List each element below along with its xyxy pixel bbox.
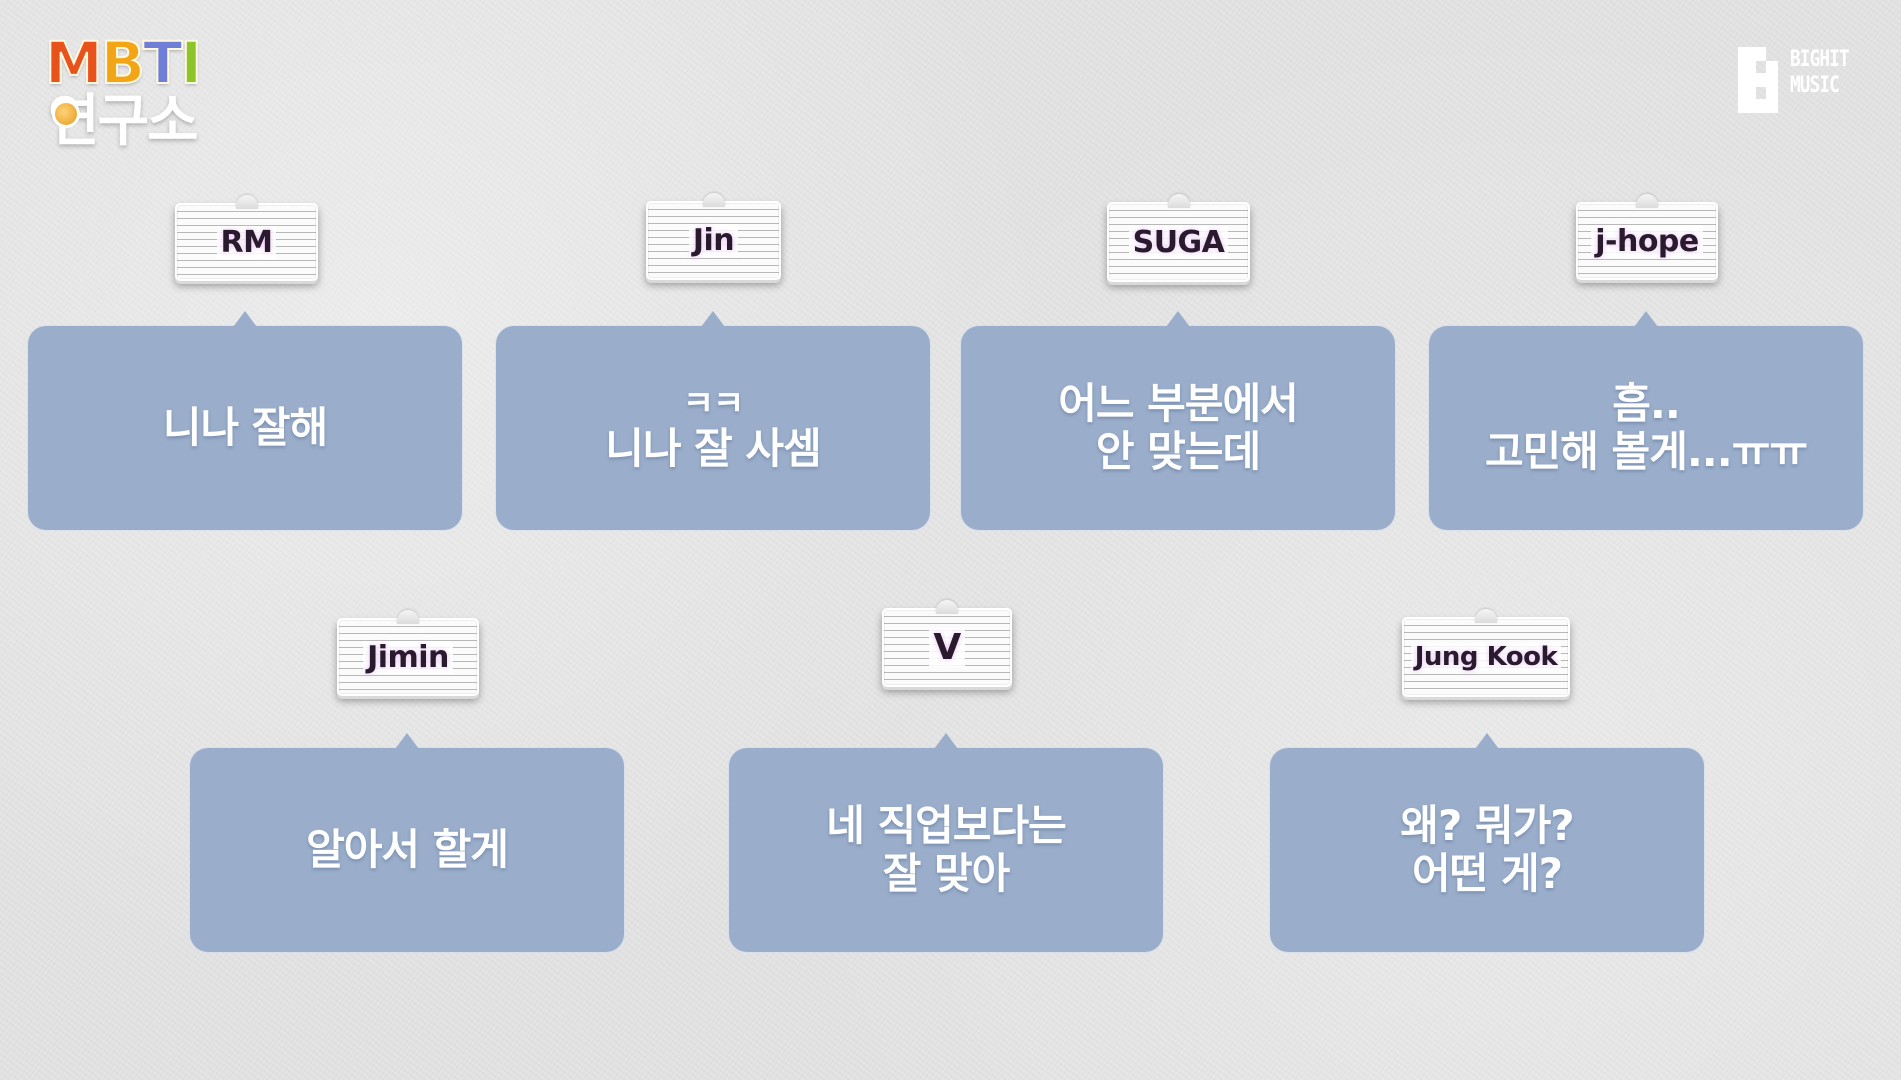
member-name: Jung Kook [1410, 643, 1562, 672]
show-logo: M B T I 연구소 [40, 30, 250, 160]
bubble-message: 왜? 뭐가? 어떤 게? [1400, 801, 1574, 898]
bubble-message: 니나 잘해 [162, 403, 328, 452]
logo-letter-i: I [180, 29, 204, 97]
bubble-message: ㅋㅋ 니나 잘 사셈 [605, 383, 821, 473]
bubble-message: 알아서 할게 [306, 825, 509, 874]
pin-icon [397, 610, 419, 624]
member-name: j-hope [1591, 224, 1703, 258]
name-tag: SUGA [1107, 194, 1250, 282]
logo-letter-m: M [44, 29, 104, 97]
name-tag: Jung Kook [1402, 609, 1570, 697]
message-line: ㅋㅋ [682, 384, 745, 424]
message-line: 니나 잘해 [162, 403, 328, 452]
member-name: Jin [688, 224, 739, 257]
label-logo-line1: BIGHIT [1790, 47, 1850, 72]
pin-icon [1475, 609, 1497, 623]
member-name: SUGA [1128, 225, 1229, 259]
speech-bubble: 어느 부분에서 안 맞는데 [961, 326, 1395, 530]
label-logo-line2: MUSIC [1790, 73, 1840, 98]
logo-letter-t: T [142, 29, 184, 97]
member-name: V [929, 628, 965, 668]
flask-icon [52, 100, 80, 128]
bighit-music-logo: BIGHIT MUSIC [1738, 47, 1863, 113]
message-line: 어느 부분에서 [1058, 379, 1298, 428]
pin-icon [702, 193, 725, 207]
pin-icon [1636, 194, 1658, 208]
name-tag: Jin [646, 193, 781, 280]
speech-bubble: 왜? 뭐가? 어떤 게? [1270, 748, 1704, 952]
name-tag: RM [175, 195, 318, 281]
message-line: 잘 맞아 [882, 849, 1011, 898]
bubble-message: 어느 부분에서 안 맞는데 [1058, 379, 1298, 476]
member-name: RM [216, 225, 277, 259]
pin-icon [235, 195, 258, 209]
message-line: 어떤 게? [1412, 849, 1563, 898]
speech-bubble: 알아서 할게 [190, 748, 624, 952]
logo-letter-b: B [100, 29, 146, 97]
name-tag: V [882, 600, 1012, 687]
message-line: 니나 잘 사셈 [605, 424, 821, 473]
message-line: 왜? 뭐가? [1400, 801, 1574, 850]
message-line: 알아서 할게 [306, 825, 509, 874]
name-tag: Jimin [337, 610, 479, 696]
speech-bubble: 네 직업보다는 잘 맞아 [729, 748, 1163, 952]
bighit-b-icon [1738, 47, 1778, 113]
pin-icon [1167, 194, 1190, 208]
message-line: 고민해 볼게...ㅠㅠ [1485, 427, 1808, 476]
message-line: 흠.. [1612, 379, 1681, 428]
member-name: Jimin [363, 640, 453, 674]
speech-bubble: ㅋㅋ 니나 잘 사셈 [496, 326, 930, 530]
speech-bubble: 니나 잘해 [28, 326, 462, 530]
message-line: 네 직업보다는 [826, 801, 1066, 850]
bighit-music-wordmark: BIGHIT MUSIC [1790, 47, 1850, 99]
pin-icon [936, 600, 958, 614]
bubble-message: 네 직업보다는 잘 맞아 [826, 801, 1066, 898]
message-line: 안 맞는데 [1095, 427, 1261, 476]
show-logo-mbti: M B T I [44, 29, 204, 97]
name-tag: j-hope [1576, 194, 1718, 280]
bubble-message: 흠.. 고민해 볼게...ㅠㅠ [1485, 379, 1808, 476]
speech-bubble: 흠.. 고민해 볼게...ㅠㅠ [1429, 326, 1863, 530]
